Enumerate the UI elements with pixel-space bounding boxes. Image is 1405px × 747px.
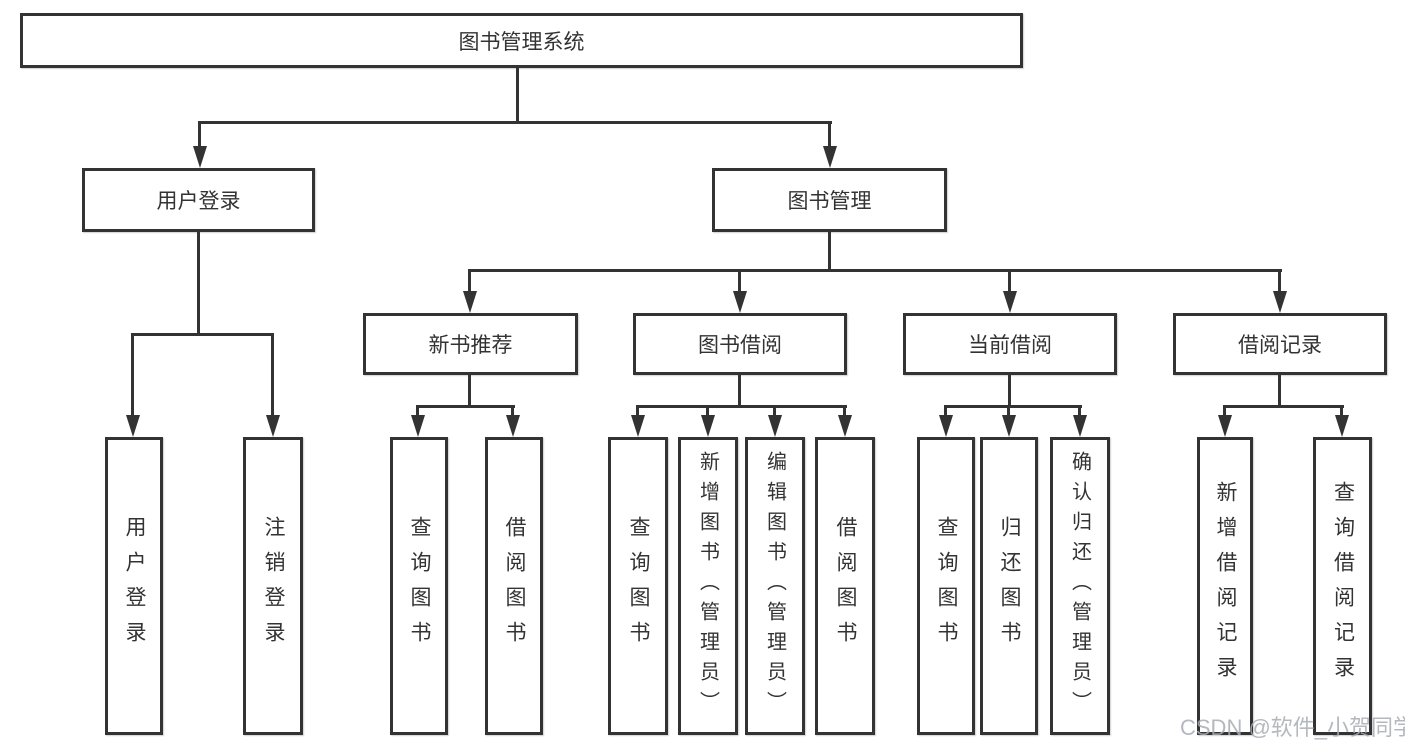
arrowhead-icon [838, 415, 852, 437]
connector-line [828, 232, 831, 272]
leaf-edit-books-admin: 编辑图书（管理员） [745, 437, 805, 735]
leaf-return-books: 归还图书 [980, 437, 1038, 735]
arrowhead-icon [1273, 291, 1287, 313]
arrowhead-icon [126, 415, 140, 437]
arrowhead-icon [193, 146, 207, 168]
leaf-user-login: 用户登录 [105, 437, 163, 735]
node-library-management-system: 图书管理系统 [20, 13, 1023, 68]
leaf-confirm-return-admin: 确认归还（管理员） [1050, 437, 1110, 735]
node-user-login: 用户登录 [82, 168, 315, 232]
connector-line [468, 269, 1282, 272]
connector-line [636, 405, 639, 419]
arrowhead-icon [701, 415, 715, 437]
connector-line [1340, 405, 1343, 419]
connector-line [1278, 375, 1281, 408]
arrowhead-icon [1073, 415, 1087, 437]
connector-line [271, 333, 274, 419]
connector-line [773, 405, 776, 419]
connector-line [738, 375, 741, 408]
node-current-borrowing: 当前借阅 [903, 313, 1117, 375]
connector-line [511, 405, 514, 419]
leaf-query-books-current: 查询图书 [917, 437, 975, 735]
connector-line [738, 269, 741, 295]
arrowhead-icon [1003, 291, 1017, 313]
watermark: CSDN @软件_小贺同学 [1180, 715, 1405, 740]
leaf-borrow-books: 借阅图书 [815, 437, 875, 735]
node-borrowing-records: 借阅记录 [1173, 313, 1387, 375]
connector-line [198, 121, 201, 149]
arrowhead-icon [463, 291, 477, 313]
node-new-book-recommend: 新书推荐 [363, 313, 578, 375]
leaf-query-borrow-record: 查询借阅记录 [1313, 437, 1372, 735]
connector-line [1007, 405, 1010, 419]
connector-line [828, 121, 831, 149]
connector-line [944, 405, 1082, 408]
node-book-management: 图书管理 [712, 168, 947, 232]
arrowhead-icon [1335, 415, 1349, 437]
connector-line [843, 405, 846, 419]
leaf-logout: 注销登录 [243, 437, 303, 735]
arrowhead-icon [768, 415, 782, 437]
arrowhead-icon [1002, 415, 1016, 437]
arrowhead-icon [939, 415, 953, 437]
connector-line [706, 405, 709, 419]
leaf-add-borrow-record: 新增借阅记录 [1197, 437, 1253, 735]
leaf-query-books-recommend: 查询图书 [390, 437, 448, 735]
connector-line [1278, 269, 1281, 295]
connector-line [416, 405, 515, 408]
connector-line [416, 405, 419, 419]
connector-line [1008, 269, 1011, 295]
connector-line [944, 405, 947, 419]
arrowhead-icon [266, 415, 280, 437]
connector-line [198, 121, 832, 124]
connector-line [516, 68, 519, 121]
connector-line [131, 333, 134, 419]
arrowhead-icon [631, 415, 645, 437]
arrowhead-icon [411, 415, 425, 437]
connector-line [1008, 375, 1011, 408]
arrowhead-icon [733, 291, 747, 313]
connector-line [131, 333, 274, 336]
leaf-borrow-books-recommend: 借阅图书 [485, 437, 543, 735]
connector-line [1223, 405, 1344, 408]
connector-line [636, 405, 847, 408]
leaf-add-books-admin: 新增图书（管理员） [678, 437, 738, 735]
arrowhead-icon [1218, 415, 1232, 437]
connector-line [468, 269, 471, 295]
connector-line [1223, 405, 1226, 419]
connector-line [1078, 405, 1081, 419]
node-book-borrowing: 图书借阅 [633, 313, 847, 375]
arrowhead-icon [506, 415, 520, 437]
connector-line [197, 232, 200, 336]
connector-line [468, 375, 471, 408]
leaf-query-books-borrowing: 查询图书 [608, 437, 668, 735]
arrowhead-icon [823, 146, 837, 168]
